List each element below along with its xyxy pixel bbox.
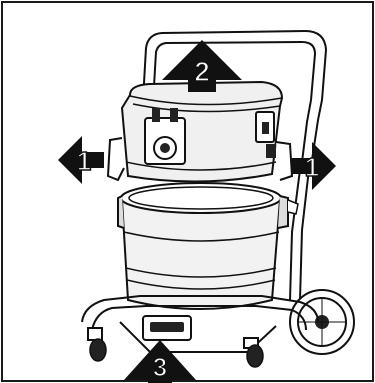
base-clamp xyxy=(143,316,191,340)
callout-label-right: 1 xyxy=(305,152,319,182)
callout-label-left: 1 xyxy=(77,146,91,176)
rear-wheel xyxy=(290,290,354,354)
callout-label-bottom: 3 xyxy=(153,352,167,382)
motor-head xyxy=(108,82,292,182)
callout-label-top: 2 xyxy=(194,56,210,87)
collection-drum xyxy=(118,183,298,309)
